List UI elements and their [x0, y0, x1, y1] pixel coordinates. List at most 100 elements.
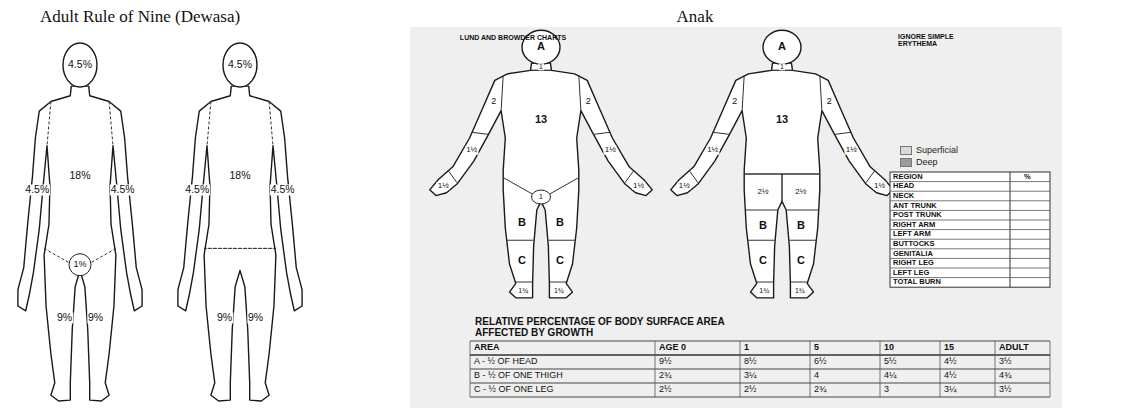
percent-label: 4.5%: [184, 184, 210, 195]
region-number: 1¾: [517, 287, 529, 294]
table-cell: POST TRUNK: [893, 211, 942, 219]
region-number: 2: [826, 97, 833, 106]
table-frame: [890, 172, 1050, 287]
body-outline: [178, 86, 302, 401]
table-cell: RIGHT ARM: [893, 221, 935, 229]
table-cell: 5½: [884, 357, 897, 366]
head-outline: [63, 43, 97, 87]
region-line: [742, 75, 744, 110]
table-cell: 2½: [744, 385, 757, 394]
table-cell: C - ½ OF ONE LEG: [474, 385, 554, 394]
table-cell: 5: [814, 343, 819, 352]
region-number: 2½: [757, 188, 770, 196]
region-letter: C: [796, 255, 806, 267]
region-line: [594, 132, 611, 134]
region-number: 2: [490, 97, 497, 106]
head-outline: [763, 30, 801, 64]
body-figure: [671, 30, 894, 298]
region-line: [757, 282, 774, 283]
region-line: [713, 132, 730, 134]
genital-circle: [69, 254, 91, 276]
table-cell: 8½: [744, 357, 757, 366]
table-cell: NECK: [893, 192, 914, 200]
legend-swatch: [900, 146, 912, 155]
legend-text: Deep: [916, 158, 938, 167]
region-number: 1¾: [758, 287, 770, 294]
table-rule: [940, 341, 941, 397]
table-cell: 6½: [814, 357, 827, 366]
table-cell: 2½: [659, 385, 672, 394]
region-number: 2: [585, 97, 592, 106]
region-number: 2: [731, 97, 738, 106]
table-cell: ADULT: [999, 343, 1029, 352]
region-number: 1½: [678, 181, 691, 189]
table-cell: %: [1024, 173, 1031, 181]
region-line: [269, 102, 273, 146]
region-number: 1: [538, 63, 544, 70]
region-letter: A: [536, 41, 546, 53]
table-rule: [470, 383, 1050, 384]
table-cell: 3½: [999, 357, 1012, 366]
percent-label: 4.5%: [227, 60, 253, 71]
region-line: [91, 248, 116, 262]
percent-label: 4.5%: [67, 60, 93, 71]
table-cell: RIGHT LEG: [893, 259, 934, 267]
table-cell: 3¼: [744, 371, 757, 380]
table-cell: 2¾: [659, 371, 672, 380]
table-rule: [810, 341, 811, 397]
legend-text: Superficial: [916, 146, 958, 155]
region-number: 1½: [845, 146, 858, 154]
region-number: 1½: [873, 181, 886, 189]
head-outline: [223, 43, 257, 87]
table-rule: [995, 341, 996, 397]
percent-label: 9%: [247, 312, 264, 323]
growth-table: [470, 341, 1050, 397]
table-cell: TOTAL BURN: [893, 278, 941, 286]
region-line: [548, 240, 575, 241]
region-number: 2½: [794, 188, 807, 196]
region-line: [47, 102, 51, 146]
region-number: 1½: [632, 181, 645, 189]
table-cell: LEFT LEG: [893, 269, 929, 277]
region-line: [204, 248, 276, 249]
region-line: [835, 132, 852, 134]
body-figure: [18, 43, 142, 401]
chart-background: [410, 27, 1062, 408]
table-cell: 4½: [944, 371, 957, 380]
chart-heading: Adult Rule of Nine (Dewasa): [40, 8, 240, 26]
region-number: 1¾: [553, 287, 565, 294]
region-line: [549, 178, 578, 195]
table-cell: 4¼: [884, 371, 897, 380]
region-line: [506, 240, 533, 241]
region-line: [516, 282, 533, 283]
table-rule: [470, 341, 1050, 342]
percent-label: 4.5%: [270, 184, 296, 195]
region-number: 1½: [465, 146, 478, 154]
region-line: [579, 75, 581, 110]
region-line: [472, 132, 489, 134]
table-rule: [470, 369, 1050, 370]
table-cell: 1: [744, 343, 749, 352]
region-number: 13: [775, 114, 789, 126]
table-cell: LEFT ARM: [893, 230, 931, 238]
body-outline: [430, 63, 653, 298]
percent-label: 18%: [228, 171, 251, 182]
region-letter: A: [777, 41, 787, 53]
table-rule: [880, 341, 881, 397]
region-letter: B: [796, 220, 806, 232]
region-line: [204, 248, 276, 249]
table-cell: GENITALIA: [893, 250, 933, 258]
chart-heading: Anak: [677, 8, 714, 26]
region-line: [503, 178, 532, 195]
table-cell: BUTTOCKS: [893, 240, 935, 248]
table-cell: AGE 0: [659, 343, 686, 352]
table-rule: [740, 341, 741, 397]
region-letter: C: [555, 255, 565, 267]
table-cell: 3: [884, 385, 889, 394]
region-number: 1¾: [794, 287, 806, 294]
table-cell: 4¾: [999, 371, 1012, 380]
region-line: [109, 102, 113, 146]
region-line: [549, 282, 566, 283]
region-number: 1½: [706, 146, 719, 154]
